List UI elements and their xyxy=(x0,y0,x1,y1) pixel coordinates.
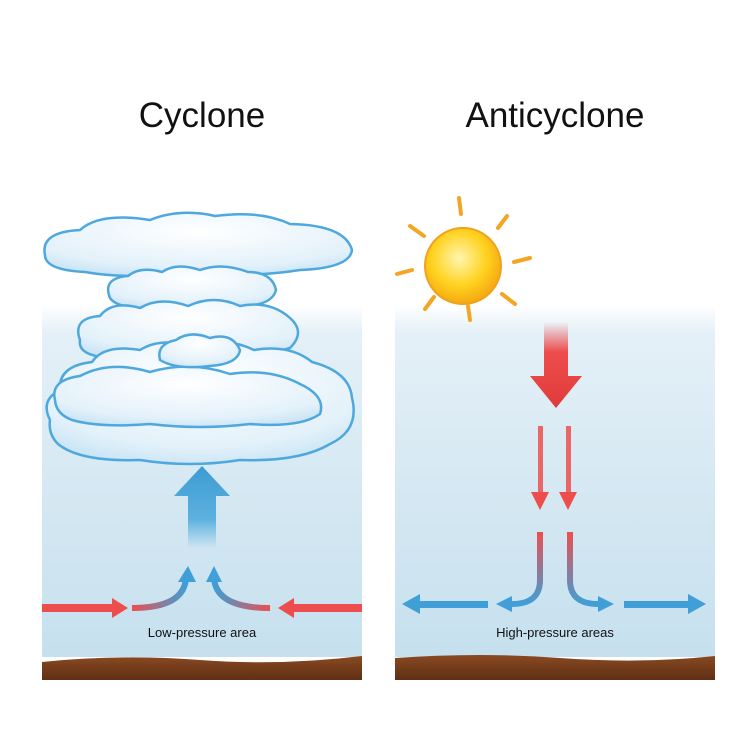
inflow-arrow-right xyxy=(278,598,362,618)
outflow-arrow-right xyxy=(624,594,706,614)
cloud-icon xyxy=(43,211,355,466)
sun-icon xyxy=(395,196,532,322)
rising-air-arrow xyxy=(174,466,230,548)
descending-arrow-left xyxy=(531,426,549,510)
descending-arrow-right xyxy=(559,426,577,510)
converging-arrow-right xyxy=(211,577,271,611)
cyclone-ground xyxy=(42,656,362,680)
high-pressure-label: High-pressure areas xyxy=(496,625,614,640)
outflow-arrow-left xyxy=(402,594,488,614)
sinking-air-arrow xyxy=(530,322,582,408)
converging-arrow-left xyxy=(131,577,189,611)
cyclone-title: Cyclone xyxy=(138,96,266,135)
diverging-arrowhead-left xyxy=(496,596,512,612)
converging-arrowhead-right xyxy=(206,566,222,582)
inflow-arrow-left xyxy=(42,598,128,618)
anticyclone-panel xyxy=(395,196,715,680)
diverging-arrow-right xyxy=(567,532,599,607)
diverging-arrowhead-right xyxy=(598,596,614,612)
converging-arrowhead-left xyxy=(178,566,196,582)
cyclone-panel xyxy=(42,211,362,680)
anticyclone-ground xyxy=(395,655,715,680)
low-pressure-label: Low-pressure area xyxy=(147,625,257,640)
diverging-arrow-left xyxy=(511,532,543,607)
anticyclone-title: Anticyclone xyxy=(465,96,645,135)
